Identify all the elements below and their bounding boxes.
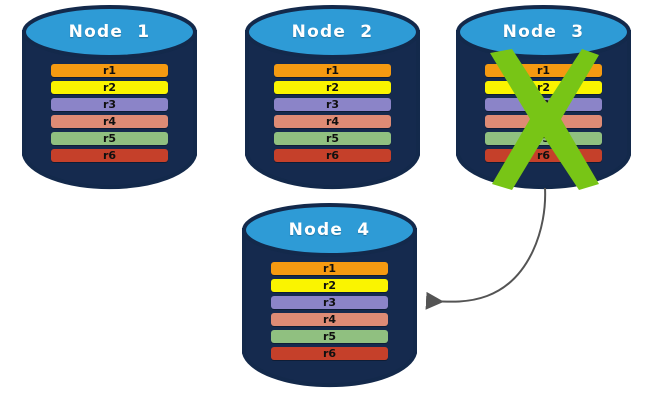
row-r1[interactable]: r1 <box>271 262 388 275</box>
row-stack-node4: r1 r2 r3 r4 r5 r6 <box>242 262 417 360</box>
row-r1[interactable]: r1 <box>51 64 168 77</box>
row-r4[interactable]: r4 <box>51 115 168 128</box>
row-r2[interactable]: r2 <box>271 279 388 292</box>
row-r4[interactable]: r4 <box>271 313 388 326</box>
node-cylinder-node1[interactable]: Node 1 r1 r2 r3 r4 r5 r6 <box>22 5 197 190</box>
row-r5[interactable]: r5 <box>271 330 388 343</box>
row-r3[interactable]: r3 <box>274 98 391 111</box>
row-r3[interactable]: r3 <box>51 98 168 111</box>
row-r5[interactable]: r5 <box>51 132 168 145</box>
row-r2[interactable]: r2 <box>51 81 168 94</box>
row-r6[interactable]: r6 <box>271 347 388 360</box>
row-r6[interactable]: r6 <box>274 149 391 162</box>
row-r2[interactable]: r2 <box>274 81 391 94</box>
row-r4[interactable]: r4 <box>274 115 391 128</box>
row-r6[interactable]: r6 <box>51 149 168 162</box>
row-stack-node2: r1 r2 r3 r4 r5 r6 <box>245 64 420 162</box>
row-stack-node1: r1 r2 r3 r4 r5 r6 <box>22 64 197 162</box>
row-r3[interactable]: r3 <box>271 296 388 309</box>
row-r5[interactable]: r5 <box>274 132 391 145</box>
row-r1[interactable]: r1 <box>274 64 391 77</box>
replication-arrow <box>425 187 547 310</box>
node-cylinder-node4[interactable]: Node 4 r1 r2 r3 r4 r5 r6 <box>242 203 417 388</box>
node-cylinder-node2[interactable]: Node 2 r1 r2 r3 r4 r5 r6 <box>245 5 420 190</box>
